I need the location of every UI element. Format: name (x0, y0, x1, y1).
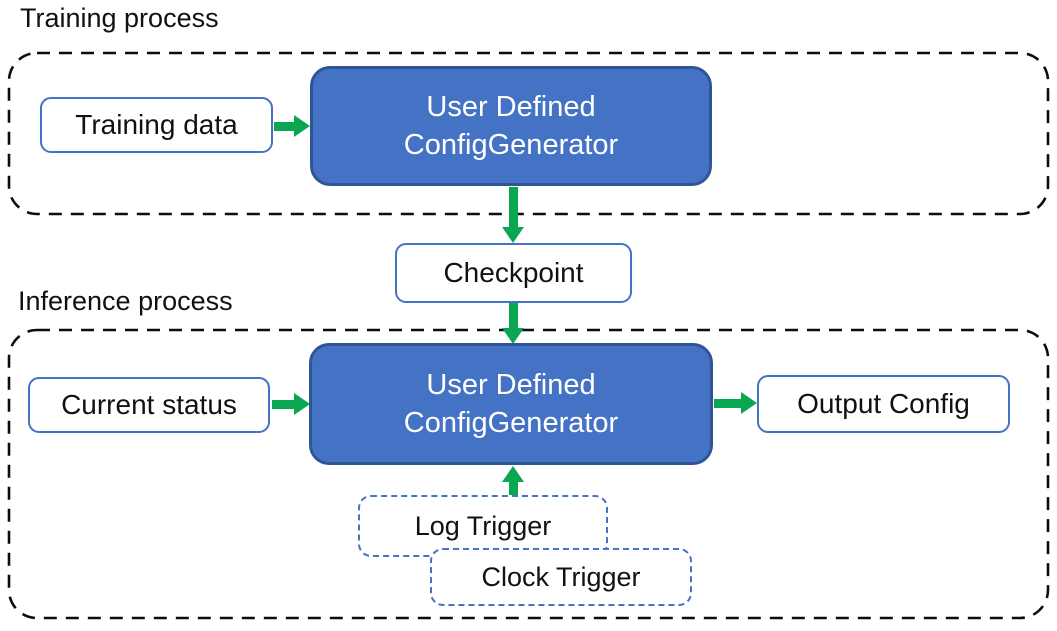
inference-generator-label-line2: ConfigGenerator (403, 407, 619, 439)
arrow-triggers-to-generator (502, 466, 524, 497)
arrow-head (502, 466, 524, 482)
inference-process-label: Inference process (18, 286, 233, 316)
checkpoint-box: Checkpoint (395, 243, 632, 303)
arrow-shaft (274, 121, 294, 131)
arrow-shaft (508, 482, 518, 497)
arrow-generator-to-checkpoint (502, 187, 524, 243)
arrow-shaft (272, 399, 294, 409)
current-status-box: Current status (28, 377, 270, 433)
training-generator-box: User Defined ConfigGenerator (310, 66, 712, 186)
arrow-current-status-to-generator (272, 393, 310, 415)
training-process-label: Training process (20, 3, 219, 33)
arrow-head (294, 393, 310, 415)
training-generator-label-line1: User Defined (426, 91, 596, 123)
arrow-shaft (714, 398, 741, 408)
clock-trigger-box: Clock Trigger (430, 548, 692, 606)
arrow-shaft (508, 302, 518, 328)
training-generator-label-line2: ConfigGenerator (403, 129, 619, 161)
training-process-container (7, 51, 1050, 216)
inference-process-container (7, 328, 1050, 620)
inference-generator-box: User Defined ConfigGenerator (309, 343, 713, 465)
training-data-box: Training data (40, 97, 273, 153)
arrow-head (502, 328, 524, 344)
arrow-checkpoint-to-inference-generator (502, 302, 524, 344)
arrow-head (741, 392, 757, 414)
arrow-head (294, 115, 310, 137)
inference-generator-label-line1: User Defined (426, 369, 596, 401)
output-config-box: Output Config (757, 375, 1010, 433)
arrow-training-data-to-generator (274, 115, 310, 137)
arrow-generator-to-output-config (714, 392, 757, 414)
arrow-shaft (508, 187, 518, 227)
arrow-head (502, 227, 524, 243)
